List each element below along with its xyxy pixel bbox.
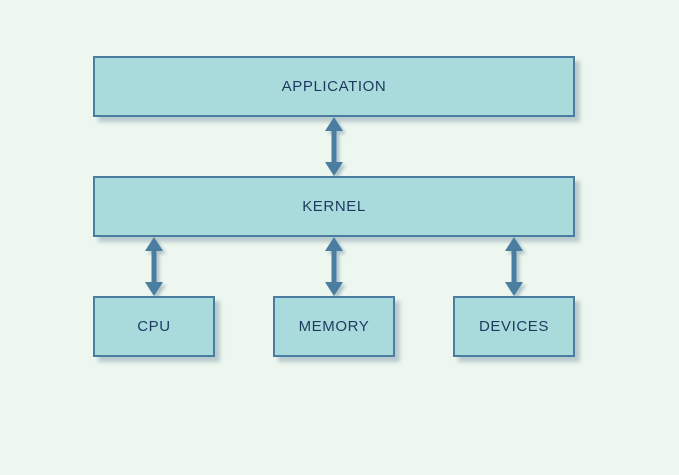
node-application: APPLICATION: [93, 56, 575, 117]
node-cpu: CPU: [93, 296, 215, 357]
node-memory: MEMORY: [273, 296, 395, 357]
bidirectional-arrow-kernel-cpu-icon: [145, 237, 163, 296]
node-application-label: APPLICATION: [281, 78, 387, 95]
bidirectional-arrow-kernel-devices-icon: [505, 237, 523, 296]
node-cpu-label: CPU: [137, 318, 171, 335]
node-memory-label: MEMORY: [298, 318, 370, 335]
node-kernel: KERNEL: [93, 176, 575, 237]
bidirectional-arrow-application-kernel-icon: [325, 117, 343, 176]
node-devices: DEVICES: [453, 296, 575, 357]
bidirectional-arrow-kernel-memory-icon: [325, 237, 343, 296]
node-kernel-label: KERNEL: [302, 198, 366, 215]
node-devices-label: DEVICES: [478, 318, 550, 335]
